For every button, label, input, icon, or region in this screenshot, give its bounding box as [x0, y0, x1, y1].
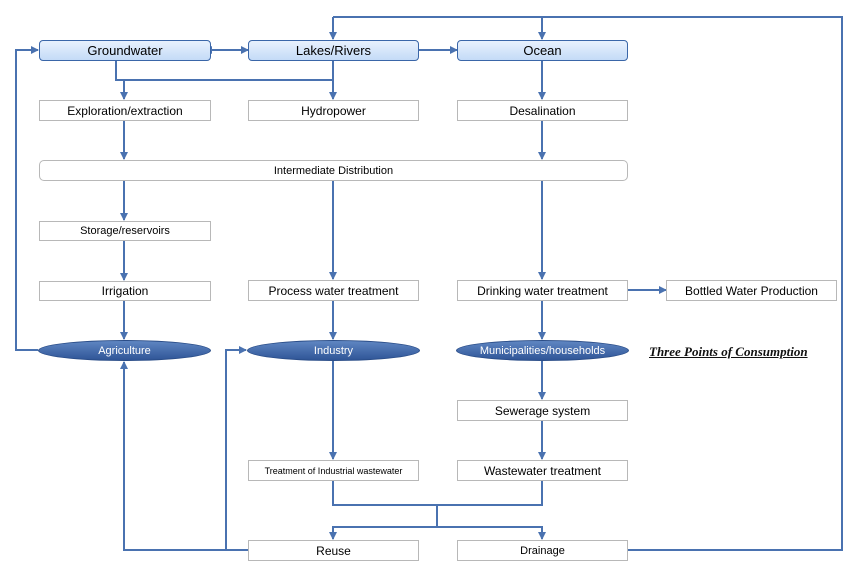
- link-industrial-merge: [332, 481, 543, 506]
- intermediate-distribution-box: Intermediate Distribution: [39, 160, 628, 181]
- hydropower-box: Hydropower: [248, 100, 419, 121]
- link-groundwater-exploration: [115, 61, 128, 100]
- desalination-box: Desalination: [457, 100, 628, 121]
- agriculture-ellipse: Agriculture: [38, 340, 211, 361]
- lakes-rivers-box: Lakes/Rivers: [248, 40, 419, 61]
- exploration-box: Exploration/extraction: [39, 100, 211, 121]
- sewerage-box: Sewerage system: [457, 400, 628, 421]
- link-merge-reuse: [329, 526, 437, 540]
- groundwater-box: Groundwater: [39, 40, 211, 61]
- drainage-box: Drainage: [457, 540, 628, 561]
- industry-ellipse: Industry: [247, 340, 420, 361]
- link-merge-drainage: [437, 526, 546, 540]
- municipalities-ellipse: Municipalities/households: [456, 340, 629, 361]
- link-drainage-ocean: [538, 16, 843, 551]
- link-lakes-exploration: [124, 61, 334, 81]
- ocean-box: Ocean: [457, 40, 628, 61]
- drinking-water-treatment-box: Drinking water treatment: [457, 280, 628, 301]
- industrial-wastewater-box: Treatment of Industrial wastewater: [248, 460, 419, 481]
- reuse-box: Reuse: [248, 540, 419, 561]
- consumption-caption: Three Points of Consumption: [649, 344, 808, 359]
- link-reuse-industry: [225, 346, 247, 550]
- link-reuse-agriculture: [120, 361, 248, 551]
- link-agriculture-groundwater: [15, 46, 39, 351]
- storage-box: Storage/reservoirs: [39, 221, 211, 241]
- process-water-treatment-box: Process water treatment: [248, 280, 419, 301]
- irrigation-box: Irrigation: [39, 281, 211, 301]
- bottled-water-box: Bottled Water Production: [666, 280, 837, 301]
- wastewater-treatment-box: Wastewater treatment: [457, 460, 628, 481]
